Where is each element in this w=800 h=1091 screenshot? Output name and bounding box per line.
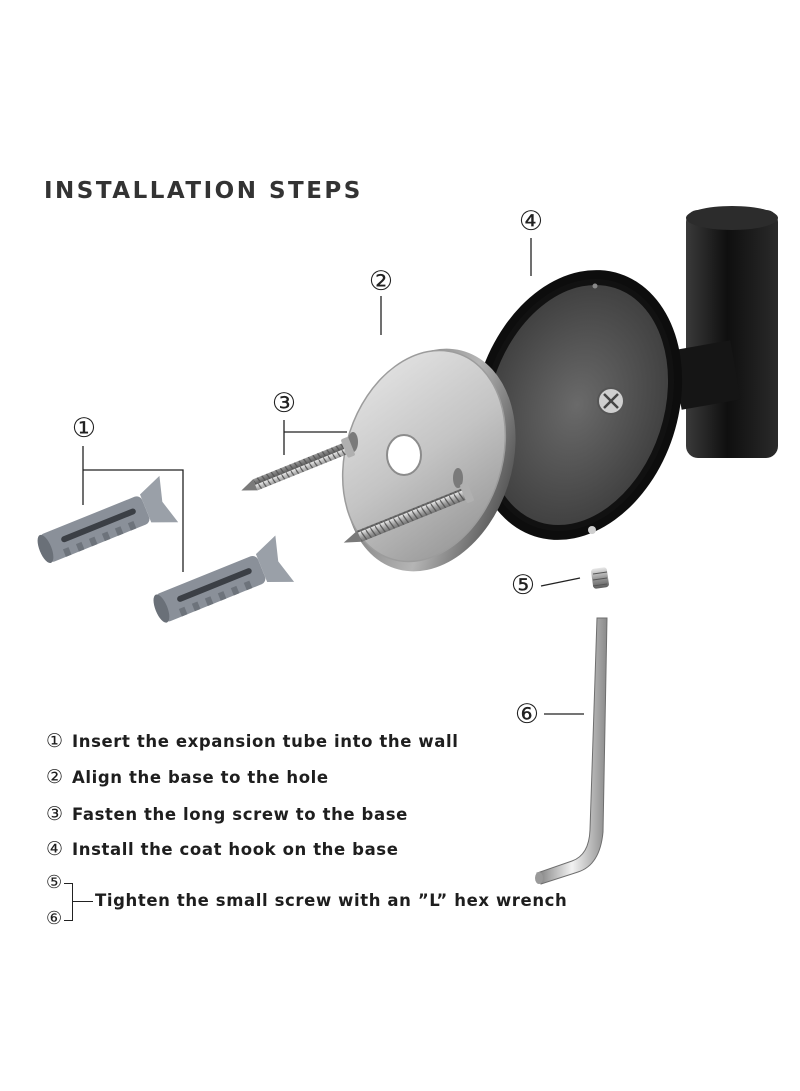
step-text: Fasten the long screw to the base — [72, 805, 408, 824]
step-4: ④ Install the coat hook on the base — [46, 838, 399, 860]
callout-4: ④ — [518, 206, 544, 237]
step-bracket-stem — [73, 901, 93, 902]
step-bracket — [64, 883, 73, 921]
base-plate-icon — [341, 348, 516, 572]
step-text: Align the base to the hole — [72, 768, 329, 787]
coat-hook-icon — [471, 206, 778, 540]
leader-lines — [82, 238, 584, 715]
step-number-6: ⑥ — [46, 908, 63, 929]
step-number-5: ⑤ — [46, 872, 63, 893]
callout-6: ⑥ — [514, 699, 540, 730]
step-text: Tighten the small screw with an ”L” hex … — [95, 891, 568, 910]
step-number: ③ — [46, 803, 64, 825]
step-2: ② Align the base to the hole — [46, 766, 329, 788]
step-text: Insert the expansion tube into the wall — [72, 732, 459, 751]
step-number: ④ — [46, 838, 64, 860]
hex-wrench-icon — [535, 617, 608, 885]
step-text: Install the coat hook on the base — [72, 840, 399, 859]
step-1: ① Insert the expansion tube into the wall — [46, 730, 458, 752]
diagram-title: INSTALLATION STEPS — [44, 178, 363, 204]
step-number: ② — [46, 766, 64, 788]
callout-3: ③ — [271, 388, 297, 419]
expansion-tube-icon — [37, 475, 295, 623]
callout-2: ② — [368, 266, 394, 297]
step-5-6: ⑤ ⑥ Tighten the small screw with an ”L” … — [46, 872, 568, 932]
step-number: ① — [46, 730, 64, 752]
small-screw-icon — [591, 567, 609, 589]
step-3: ③ Fasten the long screw to the base — [46, 803, 408, 825]
callout-1: ① — [71, 413, 97, 444]
callout-5: ⑤ — [510, 570, 536, 601]
long-screw-icon — [241, 437, 474, 543]
